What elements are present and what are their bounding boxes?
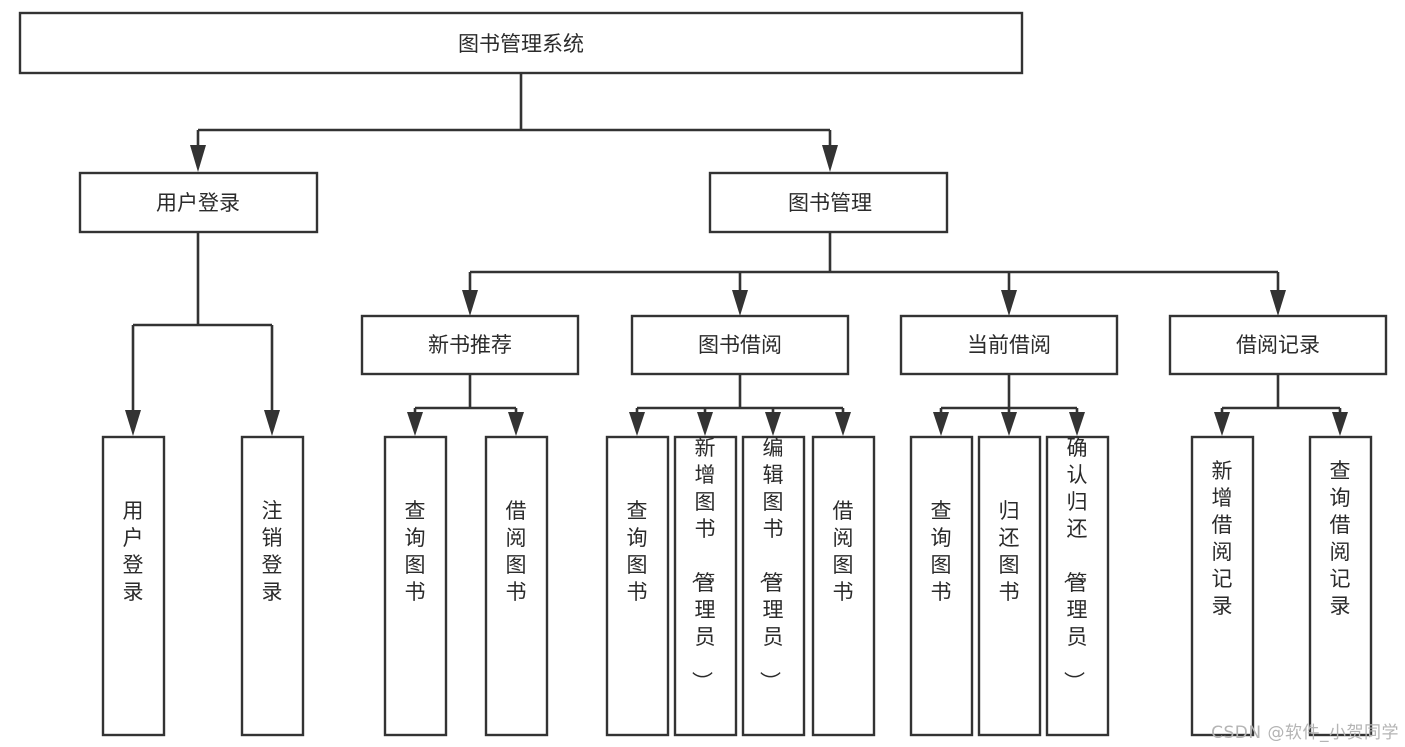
node-leaf-add-record[interactable]: 新增借阅记录 <box>1190 435 1255 737</box>
node-user-login-box[interactable] <box>78 171 319 234</box>
node-leaf-query-book-3-box[interactable] <box>909 435 974 737</box>
node-book-manage[interactable]: 图书管理 <box>708 171 949 234</box>
node-borrow-record-box[interactable] <box>1168 314 1388 376</box>
csdn-watermark: CSDN @软件_小贺同学 <box>1211 723 1399 743</box>
arrowhead-borrow-record <box>1270 290 1286 316</box>
node-leaf-confirm-return-label: 确认归还（管理员） <box>1062 436 1088 692</box>
node-leaf-query-record[interactable]: 查询借阅记录 <box>1308 435 1373 737</box>
node-root[interactable]: 图书管理系统 <box>18 11 1024 75</box>
arrowhead-leaf-query-book-3 <box>933 412 949 436</box>
node-current-borrow[interactable]: 当前借阅 <box>899 314 1119 376</box>
node-new-book-rec-label: 新书推荐 <box>428 333 512 357</box>
node-leaf-user-login[interactable]: 用户登录 <box>101 435 166 737</box>
node-leaf-edit-book[interactable]: 编辑图书（管理员） <box>741 435 806 737</box>
arrowhead-leaf-query-book-1 <box>407 412 423 436</box>
node-leaf-borrow-book-1[interactable]: 借阅图书 <box>484 435 549 737</box>
node-leaf-user-login-label: 用户登录 <box>123 499 144 604</box>
node-leaf-borrow-book-2[interactable]: 借阅图书 <box>811 435 876 737</box>
connector-group-book-borrow <box>629 374 851 436</box>
node-leaf-user-login-box[interactable] <box>101 435 166 737</box>
node-leaf-add-book-label: 新增图书（管理员） <box>690 436 716 692</box>
arrowhead-leaf-query-record <box>1332 412 1348 436</box>
node-root-box[interactable] <box>18 11 1024 75</box>
arrowhead-leaf-edit-book <box>765 412 781 436</box>
arrowhead-leaf-confirm-return <box>1069 412 1085 436</box>
node-book-borrow-label: 图书借阅 <box>698 333 782 357</box>
node-leaf-query-record-label: 查询借阅记录 <box>1330 459 1351 618</box>
arrowhead-leaf-borrow-book-2 <box>835 412 851 436</box>
arrowhead-leaf-return-book <box>1001 412 1017 436</box>
node-leaf-borrow-book-2-box[interactable] <box>811 435 876 737</box>
node-leaf-add-record-box[interactable] <box>1190 435 1255 737</box>
node-leaf-add-record-label: 新增借阅记录 <box>1212 459 1233 618</box>
node-borrow-record-label: 借阅记录 <box>1236 333 1320 357</box>
node-new-book-rec[interactable]: 新书推荐 <box>360 314 580 376</box>
arrowhead-leaf-logout <box>264 410 280 436</box>
node-leaf-return-book-box[interactable] <box>977 435 1042 737</box>
node-leaf-query-book-2[interactable]: 查询图书 <box>605 435 670 737</box>
arrowhead-book-borrow <box>732 290 748 316</box>
node-leaf-add-book-box[interactable] <box>673 435 738 737</box>
arrowhead-book-manage <box>822 145 838 172</box>
node-leaf-logout[interactable]: 注销登录 <box>240 435 305 737</box>
connector-group-user-login <box>125 232 280 436</box>
arrowhead-new-book-rec <box>462 290 478 316</box>
node-leaf-confirm-return[interactable]: 确认归还（管理员） <box>1045 435 1110 737</box>
arrowhead-leaf-user-login <box>125 410 141 436</box>
arrowhead-user-login <box>190 145 206 172</box>
arrowhead-current-borrow <box>1001 290 1017 316</box>
node-book-borrow-box[interactable] <box>630 314 850 376</box>
connector-group-book-manage <box>462 232 1286 316</box>
node-borrow-record[interactable]: 借阅记录 <box>1168 314 1388 376</box>
node-leaf-logout-label: 注销登录 <box>262 499 283 604</box>
node-leaf-borrow-book-1-label: 借阅图书 <box>506 499 527 604</box>
node-leaf-query-record-box[interactable] <box>1308 435 1373 737</box>
node-new-book-rec-box[interactable] <box>360 314 580 376</box>
node-current-borrow-label: 当前借阅 <box>967 333 1051 357</box>
connector-group-borrow-record <box>1214 374 1348 436</box>
node-leaf-query-book-2-box[interactable] <box>605 435 670 737</box>
node-leaf-borrow-book-1-box[interactable] <box>484 435 549 737</box>
arrowhead-leaf-borrow-book-1 <box>508 412 524 436</box>
node-leaf-edit-book-label: 编辑图书（管理员） <box>758 436 784 692</box>
node-leaf-query-book-3[interactable]: 查询图书 <box>909 435 974 737</box>
connector-group-root <box>190 73 838 172</box>
node-user-login-label: 用户登录 <box>156 191 240 215</box>
node-user-login[interactable]: 用户登录 <box>78 171 319 234</box>
node-leaf-query-book-1-box[interactable] <box>383 435 448 737</box>
node-leaf-add-book[interactable]: 新增图书（管理员） <box>673 435 738 737</box>
node-book-manage-box[interactable] <box>708 171 949 234</box>
arrowhead-leaf-add-book <box>697 412 713 436</box>
node-leaf-query-book-3-label: 查询图书 <box>931 499 952 604</box>
node-book-manage-label: 图书管理 <box>788 191 872 215</box>
node-book-borrow[interactable]: 图书借阅 <box>630 314 850 376</box>
node-root-label: 图书管理系统 <box>458 32 584 56</box>
node-leaf-return-book-label: 归还图书 <box>999 499 1020 604</box>
connector-group-new-book-rec <box>407 374 524 436</box>
node-current-borrow-box[interactable] <box>899 314 1119 376</box>
arrowhead-leaf-add-record <box>1214 412 1230 436</box>
arrowhead-leaf-query-book-2 <box>629 412 645 436</box>
node-leaf-edit-book-box[interactable] <box>741 435 806 737</box>
node-leaf-return-book[interactable]: 归还图书 <box>977 435 1042 737</box>
node-leaf-logout-box[interactable] <box>240 435 305 737</box>
node-leaf-confirm-return-box[interactable] <box>1045 435 1110 737</box>
node-leaf-query-book-2-label: 查询图书 <box>627 499 648 604</box>
node-leaf-query-book-1[interactable]: 查询图书 <box>383 435 448 737</box>
node-leaf-borrow-book-2-label: 借阅图书 <box>833 499 854 604</box>
node-leaf-query-book-1-label: 查询图书 <box>405 499 426 604</box>
connector-group-current-borrow <box>933 374 1085 436</box>
